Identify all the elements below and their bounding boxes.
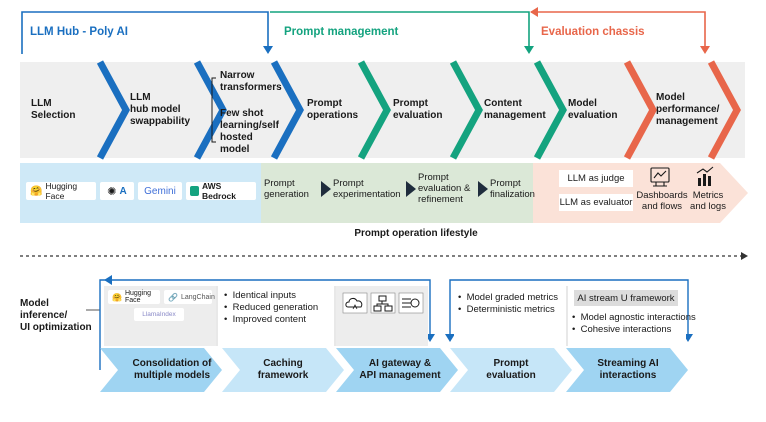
- step-content-management: Content management: [484, 98, 546, 121]
- section-title-eval-chassis: Evaluation chassis: [541, 26, 645, 38]
- gemini-icon: Gemini: [144, 185, 176, 197]
- chevron-7: [623, 60, 657, 160]
- caching-bullet-3: • Improved content: [224, 314, 307, 325]
- logo-openai-azure: ✺ A: [100, 182, 134, 200]
- process-band: [20, 62, 745, 158]
- chevron-8: [707, 60, 741, 160]
- chevron-1: [96, 60, 130, 160]
- bottom-step-caching: Caching framework: [257, 358, 309, 381]
- sub-arrow-2: [406, 181, 416, 197]
- stream-bullet-2: • Cohesive interactions: [572, 324, 672, 335]
- step-narrow-transformers: Narrow transformers: [220, 70, 282, 93]
- hugging-face-icon: 🤗: [112, 292, 122, 302]
- bottom-arrow-4: [450, 348, 572, 392]
- api-icon: [398, 292, 424, 314]
- bottom-logo-langchain: 🔗 LangChain: [164, 290, 215, 304]
- logo-hugging-face: 🤗 Hugging Face: [26, 181, 96, 201]
- substep-experimentation: Prompt experimentation: [333, 178, 401, 200]
- cloud-icon: [342, 292, 368, 314]
- logo-aws-bedrock: AWS Bedrock: [186, 181, 256, 201]
- narrow-bracket: [211, 77, 216, 143]
- eval-bullet-2: • Deterministic metrics: [458, 304, 555, 315]
- dashboard-icon: [650, 167, 670, 187]
- chevron-3: [270, 60, 304, 160]
- stream-bullet-1: • Model agnostic interactions: [572, 312, 696, 323]
- lifestyle-caption: Prompt operation lifestyle: [354, 228, 478, 239]
- step-llm-selection: LLM Selection: [31, 98, 76, 121]
- eval-bullet-1: • Model graded metrics: [458, 292, 558, 303]
- eval-chassis-bracket: [530, 7, 710, 54]
- bottom-step-prompt-eval: Prompt evaluation: [486, 358, 536, 381]
- hugging-face-icon: 🤗: [30, 185, 43, 197]
- chevron-2: [193, 60, 227, 160]
- dashboards-label: Dashboards and flows: [636, 190, 688, 212]
- step-model-evaluation: Model evaluation: [568, 98, 618, 121]
- llm-as-evaluator-box: LLM as evaluator: [559, 194, 633, 211]
- substep-finalization: Prompt finalization: [490, 178, 535, 200]
- substep-generation: Prompt generation: [264, 178, 309, 200]
- side-label: Model inference/ UI optimization: [20, 298, 92, 333]
- bottom-arrow-1: [100, 348, 222, 392]
- step-prompt-operations: Prompt operations: [307, 98, 359, 121]
- substep-evaluation-refinement: Prompt evaluation & refinement: [418, 172, 471, 205]
- bottom-arrow-2: [222, 348, 344, 392]
- caching-bullet-2: • Reduced generation: [224, 302, 319, 313]
- prompt-band: [261, 163, 533, 223]
- sub-arrow-1: [321, 181, 331, 197]
- section-title-prompt-mgmt: Prompt management: [284, 26, 399, 38]
- langchain-icon: 🔗: [168, 292, 178, 302]
- sub-arrow-3: [478, 181, 488, 197]
- caching-bullet-1: • Identical inputs: [224, 290, 296, 301]
- panel-caching: [218, 286, 334, 346]
- azure-icon: A: [119, 185, 127, 197]
- openai-icon: ✺: [107, 185, 117, 198]
- bottom-logo-llamaindex: LlamaIndex: [134, 308, 184, 321]
- step-prompt-evaluation: Prompt evaluation: [393, 98, 443, 121]
- llm-hub-bracket: [21, 11, 273, 54]
- bottom-arrow-5: [566, 348, 688, 392]
- bottom-step-consolidation: Consolidation of multiple models: [132, 358, 212, 381]
- network-icon: [370, 292, 396, 314]
- bottom-logo-hugging-face: 🤗 Hugging Face: [108, 290, 160, 304]
- bottom-step-gateway: AI gateway & API management: [359, 358, 441, 381]
- step-model-performance: Model performance/ management: [656, 92, 720, 127]
- aws-bedrock-icon: [190, 186, 199, 196]
- section-title-llm-hub: LLM Hub - Poly AI: [30, 26, 128, 38]
- step-hub-swappability: LLM hub model swappability: [130, 92, 191, 127]
- llamaindex-icon: LlamaIndex: [142, 311, 176, 318]
- stream-framework-box: AI stream U framework: [574, 290, 678, 306]
- metrics-icon: [696, 166, 714, 186]
- logo-gemini: Gemini: [138, 182, 182, 200]
- divider-arrow-icon: [741, 252, 748, 260]
- panel-eval: [454, 286, 566, 346]
- metrics-label: Metrics and logs: [690, 190, 726, 212]
- chevron-6: [533, 60, 567, 160]
- bottom-step-streaming: Streaming AI interactions: [597, 358, 659, 381]
- step-few-shot: Few shot learning/self hosted model: [220, 108, 279, 155]
- chevron-5: [449, 60, 483, 160]
- bottom-arrow-3: [336, 348, 458, 392]
- prompt-mgmt-bracket: [270, 11, 534, 54]
- llm-as-judge-box: LLM as judge: [559, 170, 633, 187]
- chevron-4: [357, 60, 391, 160]
